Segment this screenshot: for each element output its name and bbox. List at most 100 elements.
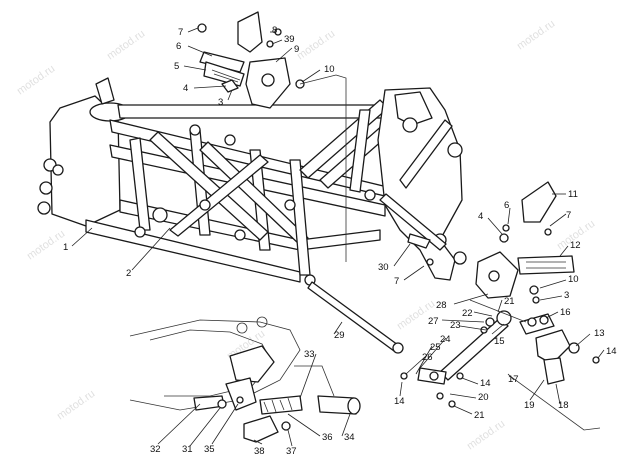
callout-39: 39 [284, 34, 295, 45]
watermark-text: motod.ru [465, 418, 507, 453]
callout-27: 27 [428, 316, 439, 327]
clevis-pin [429, 371, 439, 381]
callout-32: 32 [150, 444, 161, 455]
shock-mount [394, 91, 433, 126]
callout-6: 6 [504, 200, 509, 211]
washer [236, 396, 244, 404]
watermark-text: motod.ru [295, 28, 337, 63]
bolt [544, 228, 552, 236]
pivot-bolt [402, 117, 418, 133]
spring-coils [263, 397, 293, 413]
callout-38: 38 [254, 446, 265, 457]
engine-bolt [256, 316, 268, 328]
callout-14: 14 [394, 396, 405, 407]
callout-31: 31 [182, 444, 193, 455]
frame-bolt [284, 199, 296, 211]
leader-lines [71, 27, 605, 447]
bolt-head [39, 181, 53, 195]
assembly-guide [299, 74, 347, 262]
callout-8: 8 [272, 25, 277, 36]
footpeg-pin [199, 51, 245, 73]
pedal-lever [243, 415, 279, 443]
callout-37: 37 [286, 446, 297, 457]
callout-28: 28 [436, 300, 447, 311]
bracket-hole [261, 73, 275, 87]
callout-10: 10 [324, 64, 335, 75]
bolt [592, 356, 600, 364]
pedal-rubber [347, 397, 361, 415]
callout-7: 7 [566, 210, 571, 221]
nut [456, 372, 464, 380]
assembly-guide [294, 365, 335, 397]
callout-3: 3 [564, 290, 569, 301]
callout-7: 7 [394, 276, 399, 287]
footpeg-grip [211, 69, 241, 83]
trellis-tube [149, 131, 269, 241]
callout-17: 17 [508, 374, 519, 385]
callout-9: 9 [294, 44, 299, 55]
callout-21: 21 [504, 296, 515, 307]
frame-bolt [224, 134, 236, 146]
spring [221, 79, 239, 93]
bolt [426, 258, 434, 266]
callout-29: 29 [334, 330, 345, 341]
trellis-tube [129, 137, 151, 231]
watermark-text: motod.ru [55, 388, 97, 423]
nut [485, 317, 495, 327]
bolt [197, 23, 207, 33]
watermark-text: motod.ru [15, 63, 57, 98]
trellis-tube [349, 109, 371, 193]
footpeg-grip [526, 261, 566, 269]
gear-bracket [229, 345, 275, 383]
washer [532, 296, 540, 304]
upper-footrest-assembly [197, 11, 347, 262]
washer [502, 224, 510, 232]
callout-20: 20 [478, 392, 489, 403]
callout-3: 3 [218, 97, 223, 108]
heel-guard [237, 11, 263, 53]
washer [436, 392, 444, 400]
bolt [217, 399, 227, 409]
gearshift-assembly [129, 316, 361, 443]
callout-4: 4 [183, 83, 188, 94]
right-footrest-assembly [407, 181, 575, 304]
watermark-text: motod.ru [105, 28, 147, 63]
bolt [281, 421, 291, 431]
tie-rod [307, 281, 404, 354]
watermark-text: motod.ru [25, 228, 67, 263]
callout-labels: 7 8 6 39 9 5 10 4 3 1 2 11 7 4 6 12 30 7… [63, 25, 617, 457]
frame-bolt [364, 189, 376, 201]
pivot-bolt [453, 251, 467, 265]
trellis-tube [379, 193, 447, 251]
callout-24: 24 [440, 334, 451, 345]
nut [448, 400, 456, 408]
bolt [499, 233, 509, 243]
callout-25: 25 [430, 342, 441, 353]
callout-14: 14 [606, 346, 617, 357]
callout-5: 5 [174, 61, 179, 72]
callout-26: 26 [422, 352, 433, 363]
callout-14: 14 [480, 378, 491, 389]
bolt-head [37, 201, 51, 215]
callout-18: 18 [558, 400, 569, 411]
callout-22: 22 [462, 308, 473, 319]
frame-bolt [134, 226, 146, 238]
spring [259, 395, 303, 415]
trellis-frame [37, 77, 467, 286]
callout-21: 21 [474, 410, 485, 421]
callout-1: 1 [63, 242, 68, 253]
callout-10: 10 [568, 274, 579, 285]
callout-36: 36 [322, 432, 333, 443]
callout-4: 4 [478, 211, 483, 222]
clip [407, 233, 431, 249]
callout-11: 11 [568, 189, 578, 200]
trellis-tube [399, 119, 453, 189]
watermark-text: motod.ru [515, 18, 557, 53]
callout-35: 35 [204, 444, 215, 455]
tie-rod-end [392, 342, 404, 354]
frame-bolt [199, 199, 211, 211]
brake-lever [535, 329, 571, 365]
callout-23: 23 [450, 320, 461, 331]
bolt-head [52, 164, 64, 176]
